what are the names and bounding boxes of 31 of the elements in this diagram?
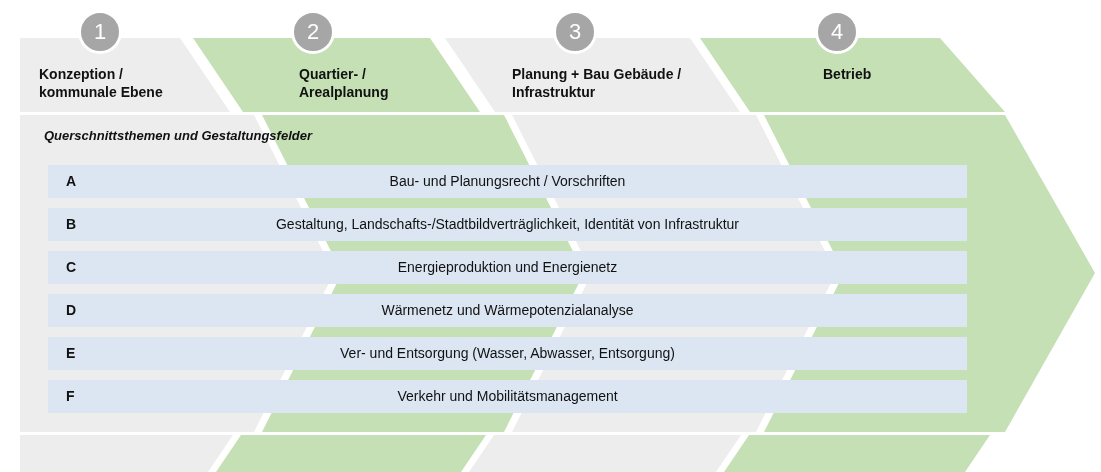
phase-title: Quartier- / Arealplanung (299, 65, 390, 101)
topic-title: Bau- und Planungsrecht / Vorschriften (388, 173, 627, 189)
phase-band (700, 38, 1005, 112)
topic-letter: C (66, 259, 77, 275)
topic-letter: D (66, 302, 77, 318)
topic-bar (48, 337, 967, 370)
phase-title: Planung + Bau Gebäude / Infrastruktur (512, 65, 683, 101)
step-number: 2 (306, 21, 320, 43)
topic-bar (48, 251, 967, 284)
phase-band (445, 38, 740, 112)
step-number: 4 (830, 21, 844, 43)
phase-band (193, 38, 480, 112)
topic-title: Verkehr und Mobilitätsmanagement (396, 388, 619, 404)
topic-letter: B (66, 216, 77, 232)
step-number: 3 (568, 21, 582, 43)
step-number: 1 (93, 21, 107, 43)
topic-bar (48, 208, 967, 241)
topic-letter: E (66, 345, 76, 361)
topic-bar (48, 380, 967, 413)
topic-letter: A (66, 173, 77, 189)
topic-title: Gestaltung, Landschafts-/Stadtbildverträglichkeit, Identität von Infrastruktur (275, 216, 740, 232)
topic-title: Energieproduktion und Energienetz (396, 259, 619, 275)
topic-title: Ver- und Entsorgung (Wasser, Abwasser, Entsorgung) (339, 345, 676, 361)
section-heading: Querschnittsthemen und Gestaltungsfelder (44, 128, 312, 143)
phase-title: Konzeption / kommunale Ebene (39, 65, 164, 101)
topic-bar (48, 294, 967, 327)
phase-band (20, 38, 230, 112)
phase-title: Betrieb (823, 65, 873, 83)
topic-title: Wärmenetz und Wärmepotenzialanalyse (380, 302, 635, 318)
topic-bar (48, 165, 967, 198)
topic-letter: F (66, 388, 75, 404)
